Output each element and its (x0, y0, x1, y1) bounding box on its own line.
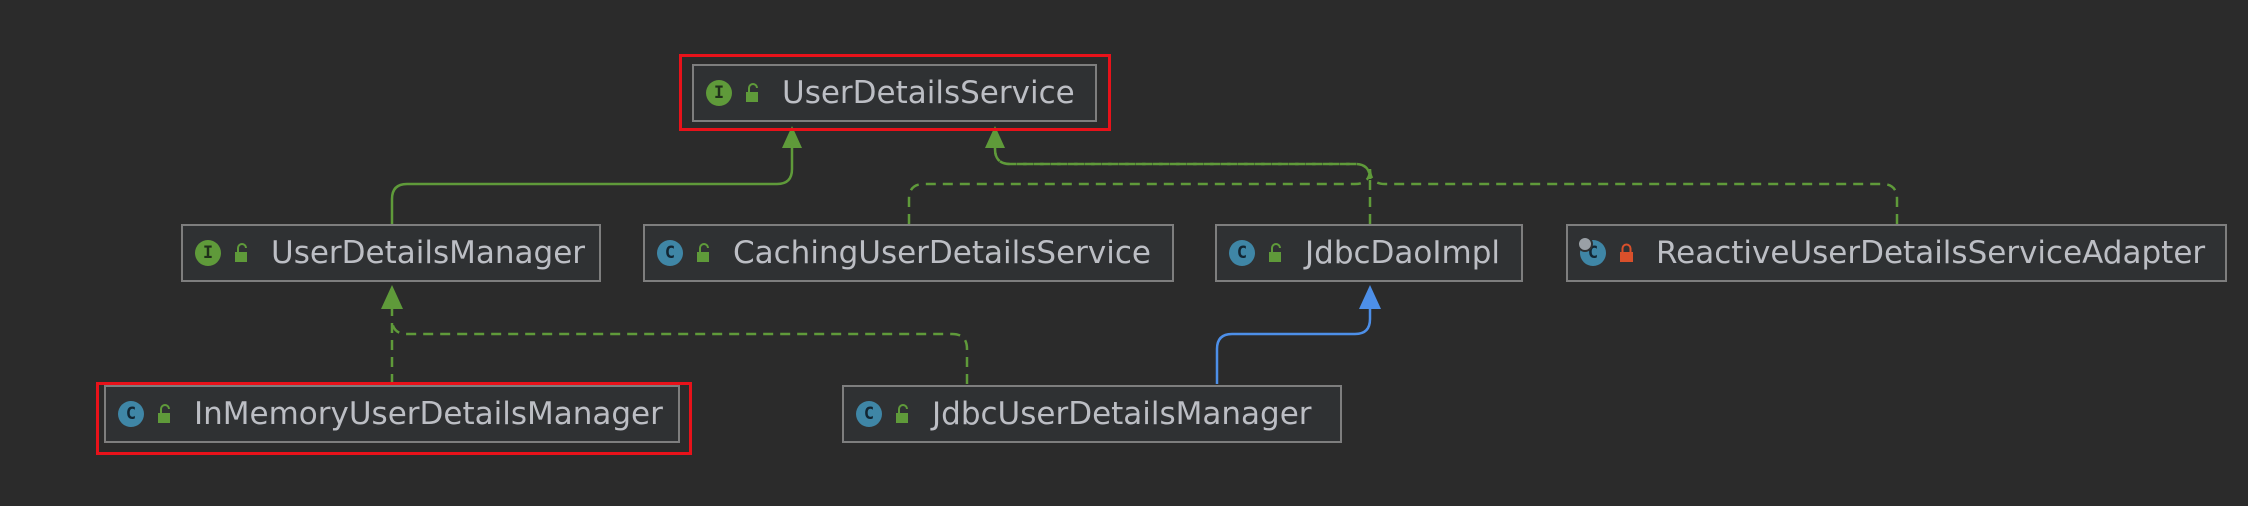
abstract-class-icon: C (1577, 236, 1606, 266)
edge-udm-extends-uds (390, 130, 794, 224)
edge-ruds-implements-uds (1368, 168, 1899, 224)
node-reactive-user-details-service-adapter[interactable]: C ReactiveUserDetailsServiceAdapter (1566, 224, 2227, 282)
interface-icon: I (195, 240, 221, 266)
arrowhead-udm (381, 285, 403, 309)
edge-judm-implements-udm (390, 318, 969, 384)
node-jdbc-user-details-manager[interactable]: C JdbcUserDetailsManager (842, 385, 1342, 443)
node-label: UserDetailsService (782, 75, 1075, 111)
class-icon: C (118, 401, 144, 427)
public-access-icon (235, 243, 247, 262)
node-label: ReactiveUserDetailsServiceAdapter (1656, 235, 2206, 271)
public-access-icon (158, 404, 170, 423)
highlight-frame-imudm (96, 382, 692, 455)
edge-jdi-implements-uds (993, 130, 1372, 224)
node-label: UserDetailsManager (271, 235, 586, 271)
node-label: InMemoryUserDetailsManager (194, 396, 663, 432)
node-user-details-service[interactable]: I UserDetailsService (692, 64, 1097, 122)
node-jdbc-dao-impl[interactable]: C JdbcDaoImpl (1215, 224, 1523, 282)
node-label: CachingUserDetailsService (733, 235, 1151, 271)
public-access-icon (697, 243, 709, 262)
private-access-icon (1620, 243, 1633, 262)
edge-cuds-implements-uds (907, 130, 1372, 224)
highlight-frame-uds (679, 54, 1111, 131)
class-icon: C (1229, 240, 1255, 266)
node-label: JdbcUserDetailsManager (932, 396, 1312, 432)
node-user-details-manager[interactable]: I UserDetailsManager (181, 224, 601, 282)
interface-icon: I (706, 80, 732, 106)
node-in-memory-user-details-manager[interactable]: C InMemoryUserDetailsManager (104, 385, 680, 443)
node-label: JdbcDaoImpl (1305, 235, 1501, 271)
node-caching-user-details-service[interactable]: C CachingUserDetailsService (643, 224, 1174, 282)
class-icon: C (856, 401, 882, 427)
arrowhead-uds-right (985, 126, 1005, 148)
edge-judm-extends-jdi (1215, 305, 1372, 384)
class-icon: C (657, 240, 683, 266)
arrowhead-jdi (1359, 285, 1381, 309)
public-access-icon (746, 83, 758, 102)
public-access-icon (1269, 243, 1281, 262)
public-access-icon (896, 404, 908, 423)
arrowhead-uds-left (782, 126, 802, 148)
